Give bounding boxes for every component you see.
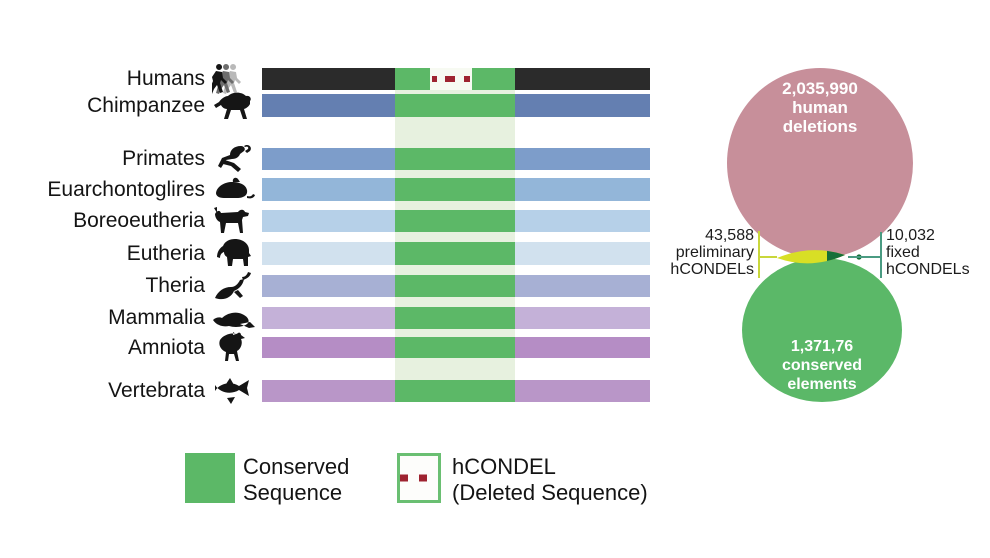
hcondel-dash [432, 76, 437, 82]
hcondel-dash [464, 76, 470, 82]
conserved-segment [395, 242, 515, 265]
conserved-elements-count: 1,371,76 [790, 338, 854, 355]
sequence-bar [262, 148, 650, 170]
left-callout-line [758, 231, 777, 278]
fixed-hcondels-count: 10,032 [886, 227, 935, 244]
species-row: Theria [0, 272, 990, 300]
species-label: Boreoeutheria [73, 209, 205, 232]
right-callout-line [848, 232, 882, 278]
species-label: Theria [145, 274, 205, 297]
conserved-sequence-legend-label: Conserved Sequence [243, 454, 350, 505]
monkey-icon [210, 142, 258, 176]
deleted-sequence-dashes-icon [400, 474, 438, 482]
chicken-icon [210, 331, 258, 365]
species-row: Mammalia [0, 307, 990, 329]
platypus-icon [210, 301, 258, 335]
sequence-bar [262, 307, 650, 329]
sequence-bar [262, 178, 650, 201]
sequence-bar [262, 275, 650, 297]
conserved-segment [472, 68, 515, 90]
conserved-segment [395, 307, 515, 329]
hcondel-dash [445, 76, 455, 82]
sequence-bar [262, 337, 650, 358]
conserved-segment [395, 380, 515, 402]
conserved-segment [395, 68, 430, 90]
humans-icon [210, 62, 258, 96]
conserved-elements-label: 1,371,76 conserved elements [742, 337, 902, 394]
hcondel-swatch [397, 453, 441, 503]
sequence-bar [262, 210, 650, 232]
sequence-bar [262, 242, 650, 265]
species-label: Euarchontoglires [47, 177, 205, 201]
theria-icon [210, 269, 258, 303]
dog-icon [210, 204, 258, 238]
conserved-sequence-swatch [185, 453, 235, 503]
sequence-bar [262, 68, 650, 90]
species-label: Amniota [127, 335, 205, 359]
hcondel-legend-label: hCONDEL (Deleted Sequence) [452, 454, 648, 505]
human-deletions-count: 2,035,990 [782, 79, 858, 98]
conserved-segment [395, 337, 515, 358]
conserved-segment [395, 275, 515, 297]
human-deletions-circle [727, 68, 913, 258]
species-row: Humans [0, 63, 990, 94]
sequence-bar [262, 380, 650, 402]
species-label: Mammalia [108, 306, 205, 329]
conserved-segment [395, 148, 515, 170]
conserved-segment [395, 94, 515, 117]
elephant-icon [210, 237, 258, 271]
species-label: Vertebrata [108, 379, 205, 402]
venn-diagram [727, 68, 913, 402]
hcondel-deleted-gap [430, 68, 472, 90]
conserved-segment [395, 178, 515, 201]
species-row: Primates [0, 144, 990, 172]
species-row: Eutheria [0, 238, 990, 266]
preliminary-hcondels-count: 43,588 [705, 227, 754, 244]
human-deletions-label: 2,035,990 human deletions [740, 79, 900, 136]
sequence-bar [262, 94, 650, 117]
species-row: Amniota [0, 331, 990, 361]
preliminary-hcondels-callout: 43,588 preliminary hCONDELs [640, 227, 754, 278]
chimpanzee-icon [210, 89, 258, 123]
species-row: Euarchontoglires [0, 177, 990, 201]
fixed-hcondels-patch [827, 251, 845, 261]
species-row: Chimpanzee [0, 92, 990, 119]
species-label: Primates [122, 147, 205, 170]
species-row: Boreoeutheria [0, 207, 990, 233]
species-label: Eutheria [126, 241, 205, 265]
species-row: Vertebrata [0, 378, 990, 404]
fish-icon [210, 374, 258, 408]
rodent-icon [210, 173, 258, 207]
fixed-hcondels-callout: 10,032 fixed hCONDELs [886, 227, 990, 278]
conserved-elements-circle [742, 258, 902, 402]
conserved-segment [395, 210, 515, 232]
species-label: Chimpanzee [87, 93, 205, 117]
species-label: Humans [126, 67, 205, 90]
